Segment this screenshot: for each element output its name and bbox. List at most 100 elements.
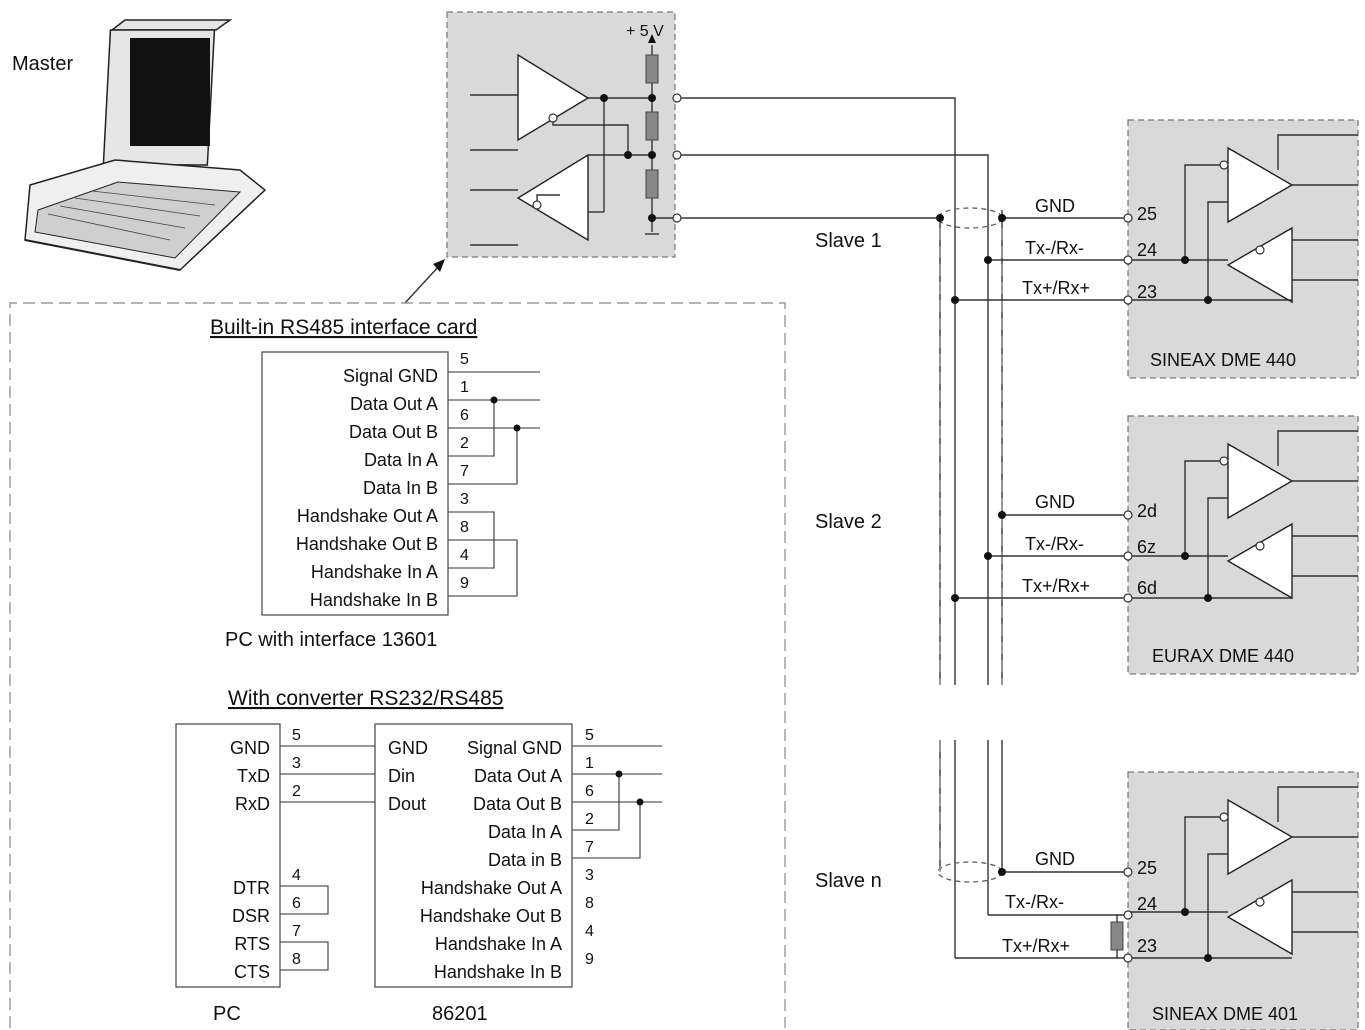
converter-pin: 7 [585,839,594,856]
resistor-1 [645,54,659,84]
card-pin: 4 [460,547,469,564]
converter-title: With converter RS232/RS485 [228,687,503,710]
converter-left-list: GND Din Dout [388,738,428,814]
card-signal: Handshake Out B [296,534,438,554]
card-caption: PC with interface 13601 [225,629,437,651]
card-pin: 1 [460,379,469,396]
card-signal: Handshake In A [311,562,438,582]
bus-label-gnd-2: GND [1035,492,1075,512]
slave-n-pin-plus: 23 [1137,936,1157,956]
card-pin: 8 [460,519,469,536]
slave-1-device-name: SINEAX DME 440 [1150,350,1296,370]
bus-label-txrx-plus-2: Tx+/Rx+ [1022,576,1090,596]
converter-signal: Handshake Out B [420,906,562,926]
converter-pin: 6 [585,783,594,800]
converter-signal: Data in B [488,850,562,870]
bus-label-gnd-1: GND [1035,196,1075,216]
slave-n-device-name: SINEAX DME 401 [1152,1004,1298,1024]
detail-frame [9,302,786,1028]
converter-pin: 8 [585,895,594,912]
pc-pin: 7 [292,923,301,940]
supply-label: + 5 V [626,23,664,40]
card-pin: 3 [460,491,469,508]
converter-signal: Signal GND [467,738,562,758]
bus-label-txrx-plus-1: Tx+/Rx+ [1022,278,1090,298]
pc-signal: DTR [233,878,270,898]
bus-label-txrx-plus-n: Tx+/Rx+ [1002,936,1070,956]
pc-pin: 8 [292,951,301,968]
converter-wiring [572,745,662,859]
slave-n-pin-minus: 24 [1137,894,1157,914]
slave-device-2: 2d 6z 6d EURAX DME 440 [1123,415,1359,675]
bus-label-txrx-minus-n: Tx-/Rx- [1005,892,1064,912]
bus-label-txrx-minus-2: Tx-/Rx- [1025,534,1084,554]
card-signal-list: Signal GND Data Out A Data Out B Data In… [296,366,438,610]
converter-pin: 9 [585,951,594,968]
pc-pin-list: 5 3 2 4 6 7 8 [292,727,301,968]
card-signal: Signal GND [343,366,438,386]
converter-pin: 5 [585,727,594,744]
pc-signal: DSR [232,906,270,926]
converter-signal: Data In A [488,822,562,842]
converter-signal-list: Signal GND Data Out A Data Out B Data In… [420,738,562,982]
converter-pin-list: 5 1 6 2 7 3 8 4 9 [585,727,594,968]
slave-1-pin-plus: 23 [1137,282,1157,302]
converter-signal: Handshake Out A [421,878,562,898]
pc-signal: RTS [234,934,270,954]
pc-wiring [280,745,375,971]
receiver-triangle [516,153,589,242]
slave-2-label: Slave 2 [815,511,882,533]
card-pc-box [261,351,449,616]
card-signal: Data In B [363,478,438,498]
pc-caption: PC [213,1003,241,1025]
resistor-2 [645,111,659,141]
card-signal: Handshake Out A [297,506,438,526]
card-pin: 6 [460,407,469,424]
converter-pin: 3 [585,867,594,884]
card-pin: 7 [460,463,469,480]
card-signal: Data In A [364,450,438,470]
converter-signal: Handshake In A [435,934,562,954]
slave-1-label: Slave 1 [815,230,882,252]
slave-2-pin-plus: 6d [1137,578,1157,598]
pc-pin: 4 [292,867,301,884]
laptop-icon [24,19,267,271]
card-pin: 2 [460,435,469,452]
pc-signal-list: GND TxD RxD DTR DSR RTS CTS [230,738,270,982]
pc-signal: TxD [237,766,270,786]
converter-pin: 1 [585,755,594,772]
master-label: Master [12,53,73,75]
bus-label-txrx-minus-1: Tx-/Rx- [1025,238,1084,258]
converter-left-signal: Dout [388,794,426,814]
pc-pin: 5 [292,727,301,744]
slave-device-1: 25 24 23 SINEAX DME 440 [1123,119,1359,379]
card-signal: Data Out A [350,394,438,414]
pc-signal: GND [230,738,270,758]
converter-left-signal: GND [388,738,428,758]
card-pin: 5 [460,351,469,368]
slave-2-pin-minus: 6z [1137,537,1156,557]
pc-signal: CTS [234,962,270,982]
card-pin: 9 [460,575,469,592]
slave-1-pin-minus: 24 [1137,240,1157,260]
bus-label-gnd-n: GND [1035,849,1075,869]
converter-box [374,723,573,988]
converter-signal: Data Out A [474,766,562,786]
card-pin-list: 5 1 6 2 7 3 8 4 9 [460,351,469,592]
card-signal: Data Out B [349,422,438,442]
converter-signal: Data Out B [473,794,562,814]
termination-resistor [1110,921,1124,951]
pc-pin: 3 [292,755,301,772]
card-signal: Handshake In B [310,590,438,610]
pc-pin: 2 [292,783,301,800]
resistor-3 [645,169,659,199]
converter-pc-box [175,723,281,988]
slave-device-n: 25 24 23 SINEAX DME 401 [1123,771,1359,1030]
slave-2-device-name: EURAX DME 440 [1152,646,1294,666]
pc-signal: RxD [235,794,270,814]
card-wiring [448,371,540,597]
pc-pin: 6 [292,895,301,912]
card-title: Built-in RS485 interface card [210,316,477,339]
slave-1-pin-gnd: 25 [1137,204,1157,224]
